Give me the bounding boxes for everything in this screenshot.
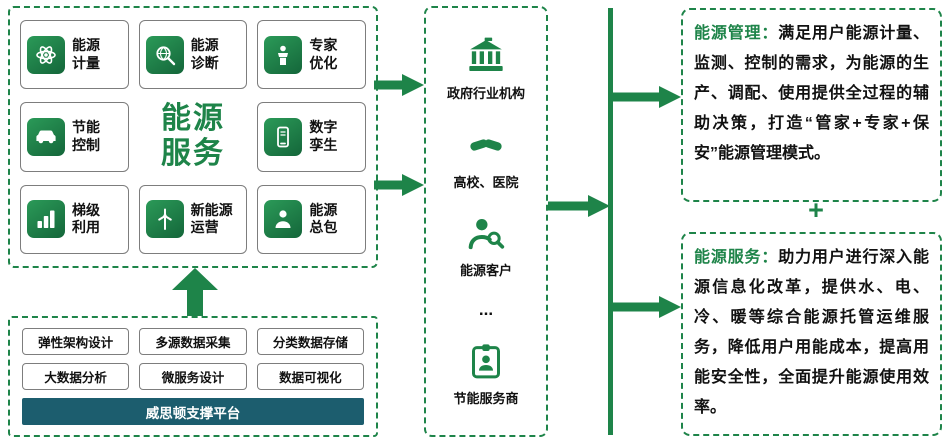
customers-ellipsis: ... — [478, 300, 494, 320]
service-item-label: 数字孪生 — [309, 119, 338, 153]
customer-item-government: 政府行业机构 — [447, 36, 525, 102]
expert-icon — [264, 35, 303, 74]
energy-management-box: 能源管理：满足用户能源计量、监测、控制的需求，为能源的生产、调配、使用提供全过程… — [681, 8, 942, 202]
service-item-label: 节能控制 — [72, 119, 100, 153]
energy-management-lead: 能源管理： — [694, 25, 779, 42]
service-item-expert-optimization: 专家优化 — [257, 20, 366, 90]
arrow-right-icon — [548, 193, 610, 219]
platform-item: 大数据分析 — [22, 363, 130, 390]
energy-service-lead: 能源服务： — [694, 249, 779, 266]
platform-item: 数据可视化 — [256, 363, 364, 390]
badge-icon — [466, 341, 506, 381]
platform-panel: 弹性架构设计 多源数据采集 分类数据存储 大数据分析 微服务设计 数据可视化 威… — [8, 316, 378, 437]
arrow-right-icon — [374, 172, 424, 198]
plus-sign: + — [808, 195, 824, 225]
customer-item-energy-customer: 能源客户 — [460, 213, 512, 279]
service-item-label: 专家优化 — [309, 37, 338, 71]
platform-item: 微服务设计 — [139, 363, 247, 390]
person-icon — [264, 200, 303, 239]
service-item-label: 能源诊断 — [190, 37, 219, 71]
service-item-cascade-use: 梯级利用 — [20, 184, 129, 254]
customer-search-icon — [466, 213, 506, 253]
service-item-diagnosis: 能源诊断 — [138, 20, 248, 90]
energy-service-box: 能源服务：助力用户进行深入能源信息化改革，提供水、电、冷、暖等综合能源托管运维服… — [681, 232, 942, 436]
platform-bar: 威思顿支撑平台 — [22, 398, 364, 425]
magnifier-globe-icon — [145, 35, 184, 74]
platform-item: 分类数据存储 — [256, 328, 364, 355]
customers-panel: 政府行业机构 高校、医院 能源客户 ... 节能服务商 — [424, 6, 548, 437]
customer-item-label: 能源客户 — [459, 262, 512, 278]
services-panel: 能源计量 能源诊断 专家优化 节能控制 能源服务 数字孪生 梯级利用 新能源运营 — [8, 6, 378, 268]
customer-item-university-hospital: 高校、医院 — [453, 125, 519, 191]
arrow-right-icon — [613, 294, 681, 320]
cascade-icon — [27, 200, 65, 239]
vertical-connector-line — [608, 8, 613, 435]
customer-item-label: 政府行业机构 — [446, 86, 525, 102]
wind-turbine-icon — [145, 200, 184, 239]
atom-icon — [27, 35, 65, 74]
service-item-label: 梯级利用 — [72, 201, 100, 236]
bank-icon — [466, 36, 506, 76]
handshake-icon — [466, 125, 506, 165]
services-title: 能源服务 — [160, 102, 225, 170]
arrow-right-icon — [613, 84, 681, 110]
service-item-new-energy-operation: 新能源运营 — [138, 184, 248, 254]
service-item-general-contract: 能源总包 — [257, 184, 366, 254]
energy-service-text: 助力用户进行深入能源信息化改革，提供水、电、冷、暖等综合能源托管运维服务，降低用… — [694, 249, 929, 417]
platform-item: 弹性架构设计 — [22, 328, 130, 355]
customer-item-label: 高校、医院 — [453, 174, 519, 190]
service-item-label: 新能源运营 — [190, 201, 233, 236]
service-item-metering: 能源计量 — [20, 20, 129, 90]
platform-item: 多源数据采集 — [139, 328, 247, 355]
service-item-label: 能源计量 — [72, 37, 100, 71]
service-item-label: 能源总包 — [309, 201, 338, 236]
energy-management-text: 满足用户能源计量、监测、控制的需求，为能源的生产、调配、使用提供全过程的辅助决策… — [694, 25, 929, 163]
arrow-right-icon — [374, 72, 424, 98]
arrow-up-icon — [172, 268, 218, 316]
service-item-digital-twin: 数字孪生 — [257, 102, 366, 172]
service-item-saving-control: 节能控制 — [20, 102, 129, 172]
customer-item-label: 节能服务商 — [453, 390, 519, 406]
car-icon — [27, 117, 65, 156]
customer-item-service-provider: 节能服务商 — [453, 341, 519, 407]
digital-twin-icon — [264, 117, 303, 156]
